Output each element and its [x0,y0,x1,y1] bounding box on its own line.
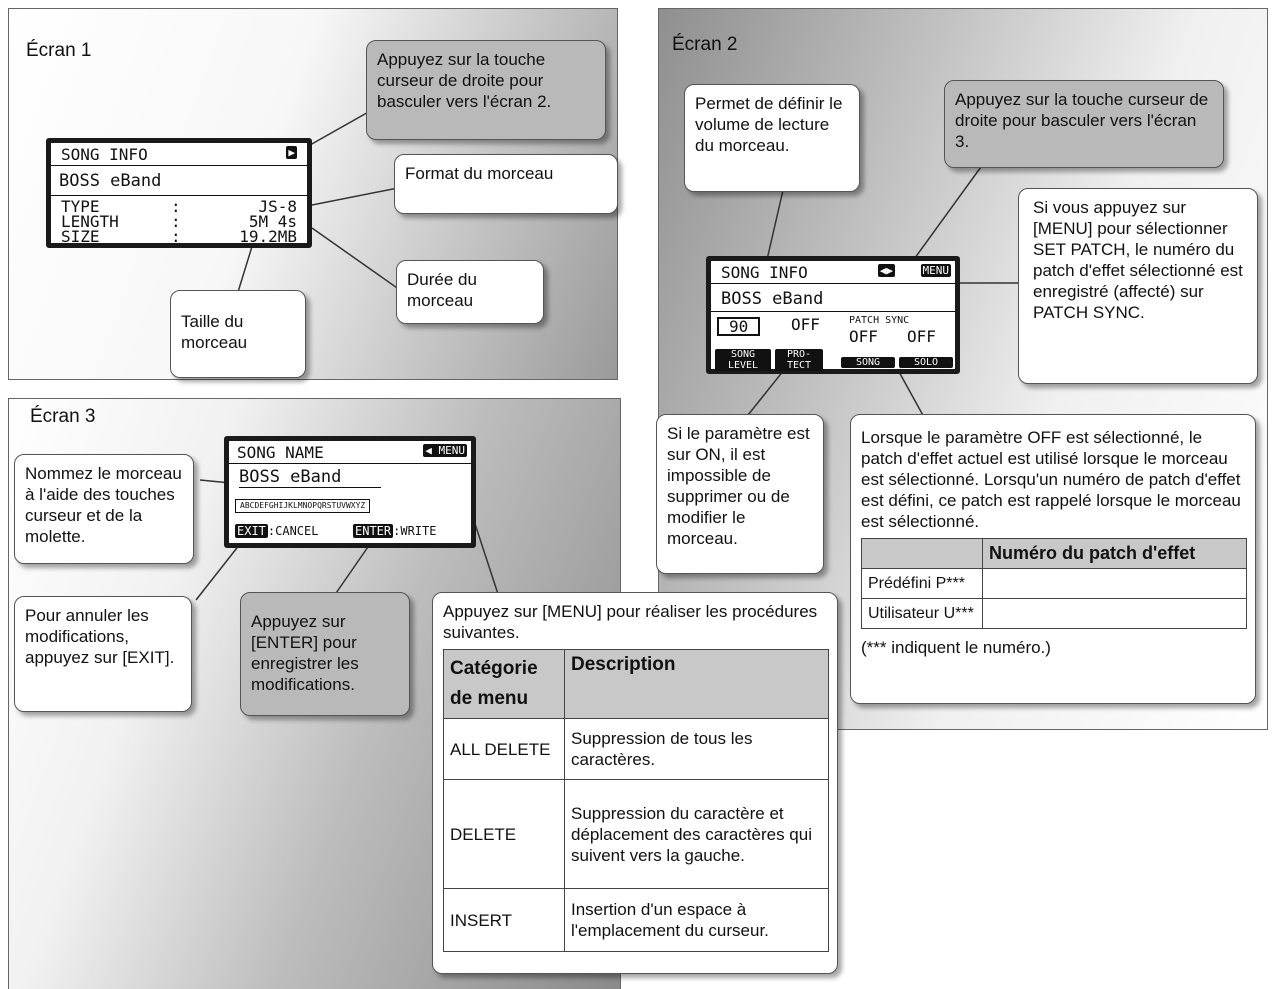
callout-annuler: Pour annuler les modifications, appuyez … [14,596,192,712]
lcd-patch-sync-song: OFF [849,327,878,346]
callout-set-patch: Si vous appuyez sur [MENU] pour sélectio… [1018,188,1258,384]
right-arrow-icon: ▶ [286,146,297,159]
lcd-row-size: SIZE [61,227,100,246]
tab-song: SONG [841,357,895,368]
callout-nommez: Nommez le morceau à l'aide des touches c… [14,454,194,564]
lcd-exit-cancel: EXIT:CANCEL [235,524,319,538]
lcd-row-type: TYPE [61,197,100,216]
left-right-arrows-icon: ◀▶ [877,264,895,277]
lcd-song-name: BOSS eBand [59,171,162,191]
ecran-1-title: Écran 1 [26,40,92,61]
lcd-menu-label: MENU [920,264,951,277]
lcd-screen-song-info-2: SONG INFO ◀▶ MENU BOSS eBand 90 OFF PATC… [706,256,960,374]
lcd-patch-sync-solo: OFF [907,327,936,346]
table-row: Prédéfini P*** [861,568,1247,599]
lcd-protect-value: OFF [791,315,820,334]
table-row: DELETE Suppression du caractère et dépla… [443,779,829,889]
menu-intro: Appuyez sur [MENU] pour réaliser les pro… [443,602,818,642]
lcd-song-name-edit[interactable]: BOSS eBand [239,467,382,488]
callout-cursor-ecran2: Appuyez sur la touche curseur de droite … [366,40,606,140]
menu-table-col-category: Catégorie de menu [443,649,565,719]
lcd-enter-write: ENTER:WRITE [353,524,437,538]
footnote: (*** indiquent le numéro.) [861,638,1051,657]
callout-enter: Appuyez sur [ENTER] pour enregistrer les… [240,592,410,716]
callout-patch-sync: Lorsque le paramètre OFF est sélectionné… [850,414,1256,704]
lcd-header: SONG INFO [61,145,148,164]
lcd-screen-song-info: SONG INFO ▶ BOSS eBand TYPE : JS-8 LENGT… [46,138,312,248]
lcd-level-value: 90 [717,317,761,336]
lcd-screen-song-name: SONG NAME ◀ MENU BOSS eBand ABCDEFGHIJKL… [224,436,476,548]
tab-protect: PRO- TECT [775,349,823,371]
callout-taille: Taille du morceau [170,290,306,378]
ecran-2-title: Écran 2 [672,34,738,55]
lcd-value-type: JS-8 [258,197,297,216]
lcd-charset: ABCDEFGHIJKLMNOPQRSTUVWXYZ [235,499,371,513]
lcd-header: SONG NAME [237,443,324,462]
lcd-patch-sync-label: PATCH SYNC [849,315,910,326]
table-row: ALL DELETE Suppression de tous les carac… [443,718,829,780]
menu-table-col-description: Description [564,649,829,719]
ecran-3-title: Écran 3 [30,406,96,427]
callout-format: Format du morceau [394,154,618,214]
lcd-menu-label: ◀ MENU [423,444,467,457]
lcd-value-length: 5M 4s [248,212,297,231]
menu-table: Catégorie de menu Description ALL DELETE… [443,649,829,952]
table-row: INSERT Insertion d'un espace à l'emplace… [443,888,829,952]
callout-menu-procedures: Appuyez sur [MENU] pour réaliser les pro… [432,592,838,974]
lcd-value-size: 19.2MB [239,227,297,246]
lcd-song-name: BOSS eBand [721,289,824,309]
callout-protect: Si le paramètre est sur ON, il est impos… [656,414,824,574]
callout-duree: Durée du morceau [396,260,544,324]
lcd-row-length: LENGTH [61,212,119,231]
callout-cursor-ecran3: Appuyez sur la touche curseur de droite … [944,80,1224,168]
lcd-header: SONG INFO [721,263,808,282]
patch-table: Numéro du patch d'effet Prédéfini P*** U… [861,538,1247,629]
patch-sync-description: Lorsque le paramètre OFF est sélectionné… [861,428,1241,531]
tab-solo: SOLO [899,357,953,368]
tab-song-level: SONG LEVEL [715,349,771,371]
table-row: Utilisateur U*** [861,598,1247,629]
callout-volume: Permet de définir le volume de lecture d… [684,84,860,192]
patch-table-header: Numéro du patch d'effet [982,538,1247,569]
